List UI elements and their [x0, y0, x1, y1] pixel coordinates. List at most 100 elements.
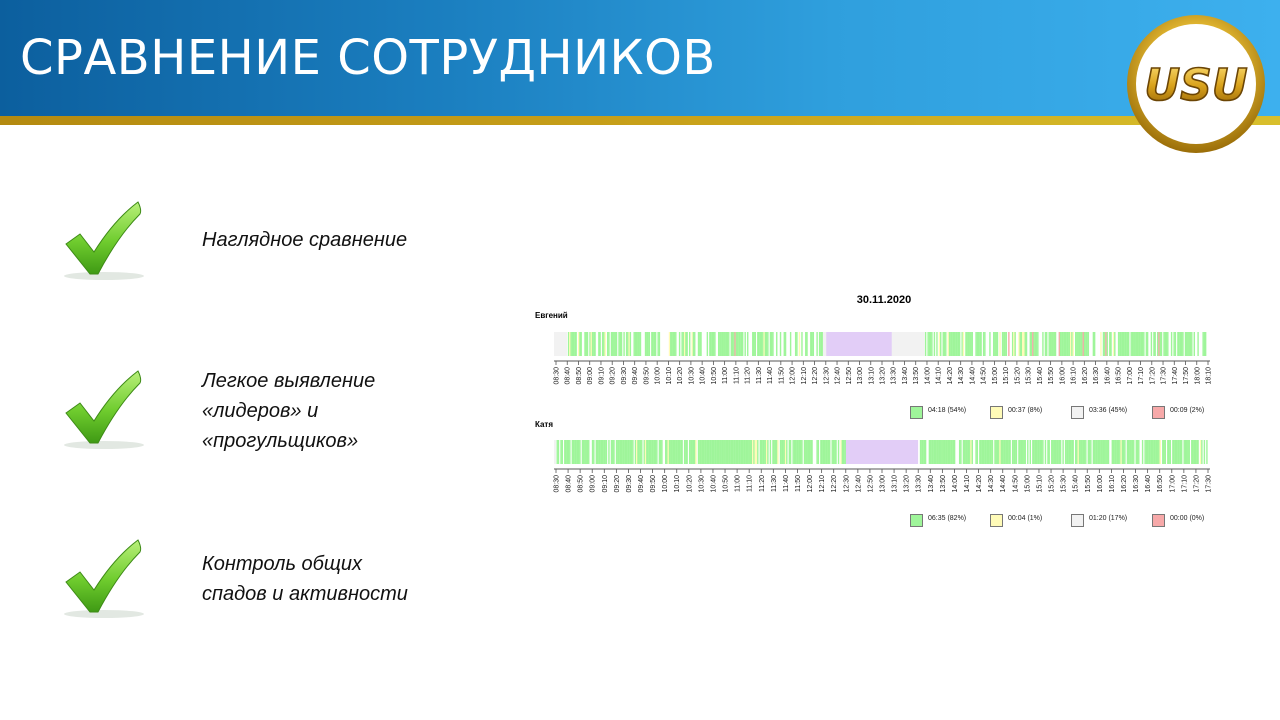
activity-segment [1020, 332, 1023, 356]
time-tick-label: 15:50 [1048, 367, 1055, 385]
time-tick-label: 13:30 [916, 475, 923, 493]
activity-segment [554, 332, 568, 356]
activity-segment [980, 440, 982, 464]
time-tick-label: 16:30 [1093, 367, 1100, 385]
activity-segment [604, 332, 606, 356]
activity-segment [805, 440, 807, 464]
activity-segment [764, 440, 767, 464]
activity-segment [1082, 440, 1084, 464]
time-tick-label: 13:40 [928, 475, 935, 493]
activity-segment [1172, 440, 1174, 464]
activity-segment [714, 332, 716, 356]
feature-line: Контроль общих [202, 553, 363, 575]
activity-segment [593, 440, 595, 464]
activity-segment [1075, 440, 1077, 464]
activity-segment [772, 332, 774, 356]
activity-segment [965, 440, 967, 464]
activity-segment [1128, 440, 1130, 464]
time-tick-label: 09:00 [590, 475, 597, 493]
activity-segment [931, 332, 933, 356]
activity-segment [668, 332, 671, 356]
activity-segment [808, 440, 811, 464]
activity-segment [1029, 332, 1032, 356]
activity-segment [1138, 332, 1140, 356]
activity-segment [1071, 440, 1073, 464]
activity-segment [1008, 440, 1010, 464]
activity-segment [673, 440, 676, 464]
activity-segment [654, 440, 657, 464]
activity-segment [803, 440, 806, 464]
activity-segment [1018, 332, 1020, 356]
activity-segment [1058, 332, 1061, 356]
activity-segment [639, 332, 642, 356]
activity-segment [610, 332, 613, 356]
activity-segment [556, 440, 558, 464]
activity-segment [987, 440, 990, 464]
activity-segment [786, 440, 788, 464]
time-tick-label: 14:10 [936, 367, 943, 385]
activity-segment [1056, 440, 1058, 464]
activity-segment [919, 440, 922, 464]
activity-segment [807, 440, 809, 464]
activity-segment [1014, 440, 1016, 464]
activity-segment [816, 332, 818, 356]
activity-segment [945, 440, 947, 464]
activity-segment [1102, 440, 1105, 464]
page-title: СРАВНЕНИЕ СОТРУДНИКОВ [20, 30, 716, 86]
activity-segment [950, 440, 952, 464]
activity-segment [958, 440, 961, 464]
activity-segment [670, 440, 672, 464]
activity-segment [1178, 332, 1180, 356]
activity-segment [615, 332, 618, 356]
activity-segment [1076, 332, 1078, 356]
activity-segment [1083, 440, 1086, 464]
time-tick-label: 12:50 [846, 367, 853, 385]
activity-segment [581, 440, 584, 464]
activity-segment [630, 440, 633, 464]
activity-segment [682, 332, 685, 356]
activity-segment [1164, 440, 1166, 464]
activity-segment [1151, 440, 1154, 464]
activity-segment [1163, 440, 1165, 464]
activity-segment [1177, 440, 1179, 464]
activity-segment [971, 332, 973, 356]
time-tick-label: 13:40 [902, 367, 909, 385]
activity-segment [1179, 332, 1182, 356]
checkmark-icon [58, 369, 150, 453]
activity-segment [957, 332, 960, 356]
activity-segment [1080, 332, 1082, 356]
activity-segment [570, 332, 572, 356]
time-tick-label: 11:20 [745, 367, 752, 384]
activity-segment [651, 332, 653, 356]
time-tick-label: 12:20 [831, 475, 838, 493]
activity-segment [1125, 332, 1127, 356]
activity-segment [999, 332, 1001, 356]
activity-segment [620, 440, 623, 464]
activity-segment [656, 440, 658, 464]
activity-segment [1168, 440, 1170, 464]
activity-segment [1030, 332, 1033, 356]
activity-segment [1183, 440, 1185, 464]
activity-segment [1130, 440, 1132, 464]
activity-segment [623, 332, 625, 356]
activity-segment [1087, 440, 1090, 464]
activity-segment [1092, 332, 1095, 356]
activity-segment [584, 332, 586, 356]
activity-segment [615, 440, 618, 464]
activity-segment [767, 332, 769, 356]
activity-segment [728, 440, 730, 464]
activity-segment [1196, 440, 1198, 464]
activity-segment [1080, 440, 1082, 464]
activity-segment [794, 440, 797, 464]
activity-segment [779, 440, 782, 464]
activity-segment [686, 332, 688, 356]
time-tick-label: 11:10 [733, 367, 740, 384]
activity-segment [1203, 332, 1206, 356]
activity-segment [586, 332, 589, 356]
activity-segment [922, 440, 924, 464]
activity-segment [1009, 440, 1011, 464]
activity-segment [610, 440, 613, 464]
activity-segment [1064, 332, 1067, 356]
activity-segment [1067, 440, 1069, 464]
activity-segment [1173, 440, 1175, 464]
